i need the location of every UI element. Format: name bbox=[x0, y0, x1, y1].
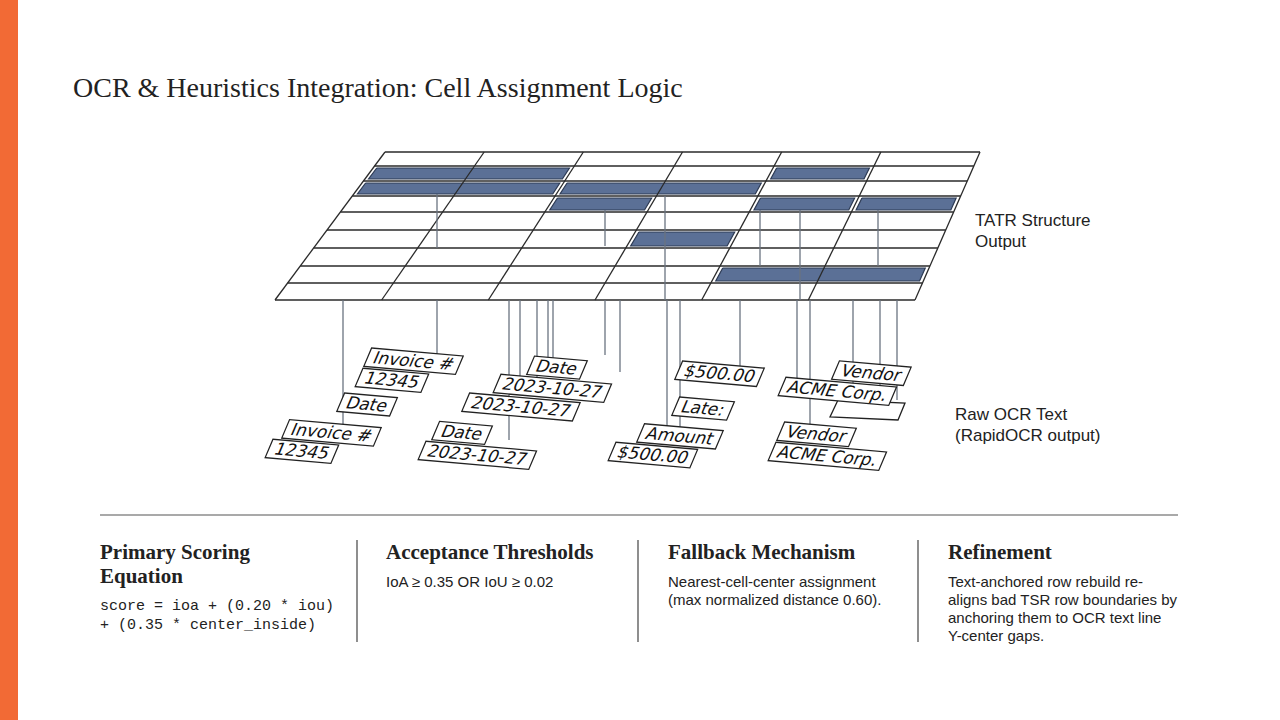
ocr-text-box: Invoice #12345 bbox=[355, 347, 464, 396]
leader-lines bbox=[343, 194, 897, 440]
section-heading: Refinement bbox=[948, 540, 1188, 564]
column-separator bbox=[637, 540, 638, 642]
leader-line bbox=[604, 210, 605, 246]
ocr-text-box: Invoice #12345 bbox=[265, 418, 382, 467]
ocr-box-shape bbox=[462, 393, 580, 421]
ocr-text: Date bbox=[336, 392, 397, 417]
ocr-text: 2023-10-27 bbox=[418, 440, 537, 470]
grid-column-line bbox=[808, 152, 881, 300]
column-separator bbox=[356, 540, 357, 642]
ocr-text: ACME Corp. bbox=[768, 441, 888, 471]
ocr-text: $500.00 bbox=[674, 360, 765, 387]
highlighted-cell bbox=[754, 198, 855, 210]
leader-line bbox=[342, 300, 343, 440]
section-body: Text-anchored row rebuild re-aligns bad … bbox=[948, 573, 1178, 645]
grid-column-line bbox=[275, 152, 385, 300]
section-heading: Acceptance Thresholds bbox=[386, 540, 636, 564]
ocr-text-box: VendorACME Corp. bbox=[778, 356, 912, 407]
section-heading: Primary Scoring Equation bbox=[100, 540, 290, 588]
grid-column-line bbox=[915, 152, 980, 300]
ocr-box-shape bbox=[418, 441, 536, 469]
leader-line bbox=[666, 300, 667, 440]
section-heading: Fallback Mechanism bbox=[668, 540, 908, 564]
layer-label: Raw OCR Text (RapidOCR output) bbox=[955, 404, 1115, 446]
leader-line bbox=[436, 194, 437, 248]
grid-column-line bbox=[488, 152, 583, 300]
divider-rule bbox=[100, 514, 1178, 515]
ocr-text-box: $500.00 bbox=[674, 360, 764, 387]
leader-line bbox=[739, 300, 740, 372]
ocr-box-shape bbox=[672, 397, 735, 420]
ocr-text-box: Late: bbox=[671, 396, 734, 421]
leader-line bbox=[759, 210, 760, 266]
ocr-text-box: VendorACME Corp. bbox=[768, 421, 896, 471]
ocr-text-box: Date2023-10-27 bbox=[418, 420, 546, 470]
equation-text: score = ioa + (0.20 * iou) + (0.35 * cen… bbox=[100, 597, 345, 635]
leader-line bbox=[877, 210, 878, 266]
highlighted-cell bbox=[856, 198, 956, 210]
section-body: IoA ≥ 0.35 OR IoU ≥ 0.02 bbox=[386, 573, 626, 591]
grid-column-line bbox=[382, 152, 485, 300]
ocr-box-shape bbox=[675, 361, 764, 387]
accent-bar bbox=[0, 0, 18, 720]
ocr-text: Late: bbox=[671, 396, 734, 421]
ocr-text: 12345 bbox=[265, 438, 339, 464]
leader-line bbox=[508, 300, 509, 440]
ocr-text-box: Date bbox=[336, 392, 397, 417]
leader-line bbox=[436, 300, 437, 355]
highlighted-cell bbox=[771, 168, 870, 179]
leader-line bbox=[799, 210, 800, 300]
highlighted-cell bbox=[631, 232, 735, 246]
column-separator bbox=[917, 540, 918, 642]
ocr-box-shape bbox=[355, 368, 429, 392]
ocr-box-shape bbox=[337, 393, 398, 416]
highlighted-cells bbox=[357, 168, 956, 281]
leader-line bbox=[664, 196, 665, 300]
leader-line bbox=[619, 300, 620, 372]
table-grid bbox=[275, 152, 980, 300]
grid-column-line bbox=[595, 152, 683, 300]
section-body: Nearest-cell-center assignment (max norm… bbox=[668, 573, 898, 609]
layer-label: TATR Structure Output bbox=[975, 210, 1110, 252]
highlighted-cell bbox=[550, 198, 652, 210]
ocr-box-shape bbox=[265, 439, 339, 463]
ocr-text-box: Amount$500.00 bbox=[608, 421, 724, 470]
leader-line bbox=[809, 300, 810, 430]
grid-column-line bbox=[702, 152, 782, 300]
slide-title: OCR & Heuristics Integration: Cell Assig… bbox=[73, 72, 683, 104]
leader-line bbox=[604, 300, 605, 355]
ocr-text: 12345 bbox=[355, 367, 429, 393]
